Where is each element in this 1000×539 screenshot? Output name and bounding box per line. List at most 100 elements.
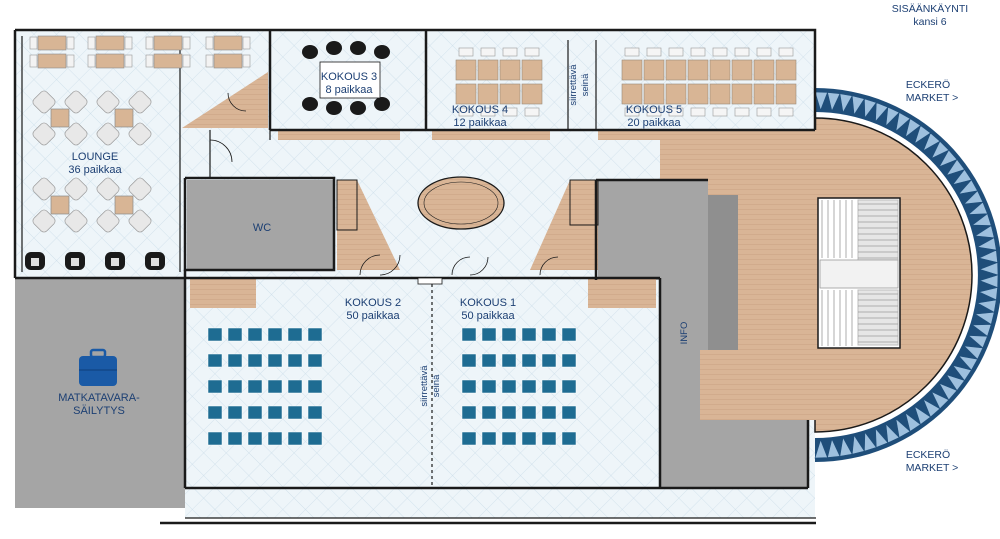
wc-label: WC xyxy=(253,222,271,234)
conference-chair xyxy=(480,47,496,57)
audience-chair xyxy=(501,405,517,420)
side-table xyxy=(31,258,39,266)
kokous2-seats: 50 paikkaa xyxy=(346,310,400,322)
audience-chair xyxy=(247,353,263,368)
conference-chair xyxy=(502,107,518,117)
audience-chair xyxy=(561,379,577,394)
market-bottom-link[interactable]: MARKET > xyxy=(906,462,959,474)
meeting-chair xyxy=(374,97,390,111)
side-table xyxy=(151,258,159,266)
audience-chair xyxy=(541,327,557,342)
lounge-table xyxy=(213,35,243,51)
lounge-chair xyxy=(242,36,251,50)
conference-table xyxy=(687,83,709,105)
audience-chair xyxy=(287,405,303,420)
audience-chair xyxy=(481,431,497,446)
movable-wall-mid-line1: siirrettävä xyxy=(419,365,430,407)
audience-chair xyxy=(267,405,283,420)
meeting-chair xyxy=(374,45,390,59)
audience-chair xyxy=(247,379,263,394)
entrance-title: SISÄÄNKÄYNTI xyxy=(892,3,968,15)
conference-chair xyxy=(624,107,640,117)
labels: SISÄÄNKÄYNTI kansi 6 ECKERÖ MARKET > ECK… xyxy=(58,3,968,474)
audience-chair xyxy=(307,353,323,368)
audience-chair xyxy=(307,431,323,446)
lounge-chair xyxy=(145,54,154,68)
lounge-chair xyxy=(124,54,133,68)
audience-chair xyxy=(267,431,283,446)
conference-table xyxy=(499,83,521,105)
kokous2-seating xyxy=(207,327,323,446)
conference-table xyxy=(775,59,797,81)
conference-chair xyxy=(668,107,684,117)
kokous4-name: KOKOUS 4 xyxy=(452,104,508,116)
market-top-link[interactable]: MARKET > xyxy=(906,92,959,104)
armchair xyxy=(64,177,88,201)
audience-chair xyxy=(481,405,497,420)
audience-chair xyxy=(247,405,263,420)
gray-areas xyxy=(15,180,808,508)
lounge-table xyxy=(50,195,70,215)
conference-chair xyxy=(646,47,662,57)
movable-wall-top-line2: seinä xyxy=(580,73,591,96)
lounge-table xyxy=(153,53,183,69)
armchair xyxy=(128,177,152,201)
conference-table xyxy=(643,83,665,105)
lounge-chair xyxy=(29,36,38,50)
conference-table xyxy=(521,83,543,105)
audience-chair xyxy=(227,327,243,342)
lounge-chair xyxy=(66,54,75,68)
audience-chair xyxy=(501,353,517,368)
conference-chair xyxy=(712,47,728,57)
kokous4-furniture xyxy=(455,47,543,117)
conference-table xyxy=(499,59,521,81)
lounge-table xyxy=(37,35,67,51)
armchair xyxy=(128,122,152,146)
conference-chair xyxy=(668,47,684,57)
armchair xyxy=(32,122,56,146)
lounge-chair xyxy=(242,54,251,68)
audience-chair xyxy=(207,353,223,368)
audience-chair xyxy=(561,353,577,368)
conference-chair xyxy=(734,47,750,57)
audience-chair xyxy=(307,379,323,394)
audience-chair xyxy=(541,379,557,394)
conference-chair xyxy=(624,47,640,57)
meeting-chair xyxy=(326,101,342,115)
lounge-chair xyxy=(145,36,154,50)
market-top-name[interactable]: ECKERÖ xyxy=(906,79,950,91)
armchair xyxy=(128,209,152,233)
kokous5-name: KOKOUS 5 xyxy=(626,104,682,116)
audience-chair xyxy=(561,431,577,446)
armchair xyxy=(64,209,88,233)
audience-chair xyxy=(461,431,477,446)
conference-table xyxy=(477,83,499,105)
side-table xyxy=(111,258,119,266)
kokous2-name: KOKOUS 2 xyxy=(345,297,401,309)
conference-chair xyxy=(690,47,706,57)
audience-chair xyxy=(541,353,557,368)
audience-chair xyxy=(561,405,577,420)
conference-table xyxy=(455,83,477,105)
audience-chair xyxy=(287,431,303,446)
armchair xyxy=(96,122,120,146)
lounge-chair xyxy=(66,36,75,50)
market-bottom-name[interactable]: ECKERÖ xyxy=(906,449,950,461)
audience-chair xyxy=(227,405,243,420)
armchair xyxy=(32,90,56,114)
kokous3-furniture xyxy=(302,41,390,115)
conference-chair xyxy=(502,47,518,57)
meeting-table xyxy=(319,61,381,99)
lounge-name: LOUNGE xyxy=(72,151,118,163)
audience-chair xyxy=(227,353,243,368)
audience-chair xyxy=(207,379,223,394)
meeting-chair xyxy=(302,45,318,59)
suitcase-icon xyxy=(79,348,117,386)
audience-chair xyxy=(501,379,517,394)
audience-chair xyxy=(521,353,537,368)
info-label: INFO xyxy=(679,322,690,345)
audience-chair xyxy=(267,353,283,368)
lounge-table xyxy=(213,53,243,69)
audience-chair xyxy=(207,431,223,446)
